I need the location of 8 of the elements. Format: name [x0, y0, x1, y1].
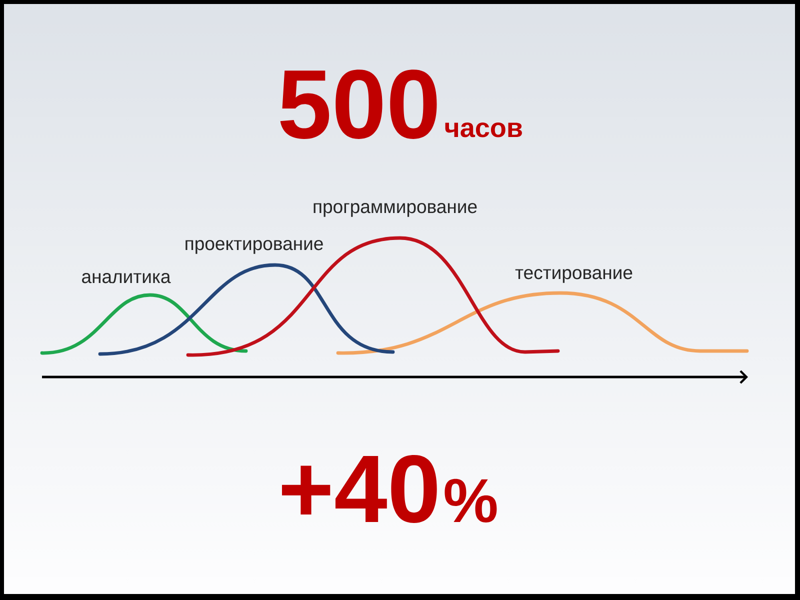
- phase-label: тестирование: [515, 269, 632, 283]
- phase-label: программирование: [314, 203, 477, 217]
- headline-number: +40: [282, 454, 437, 523]
- phase-label: аналитика: [82, 273, 171, 284]
- unit-label: часов: [445, 122, 522, 138]
- percent-sign: %: [444, 478, 497, 522]
- phase-label: проектирование: [186, 240, 323, 254]
- headline-number: 500: [280, 70, 437, 139]
